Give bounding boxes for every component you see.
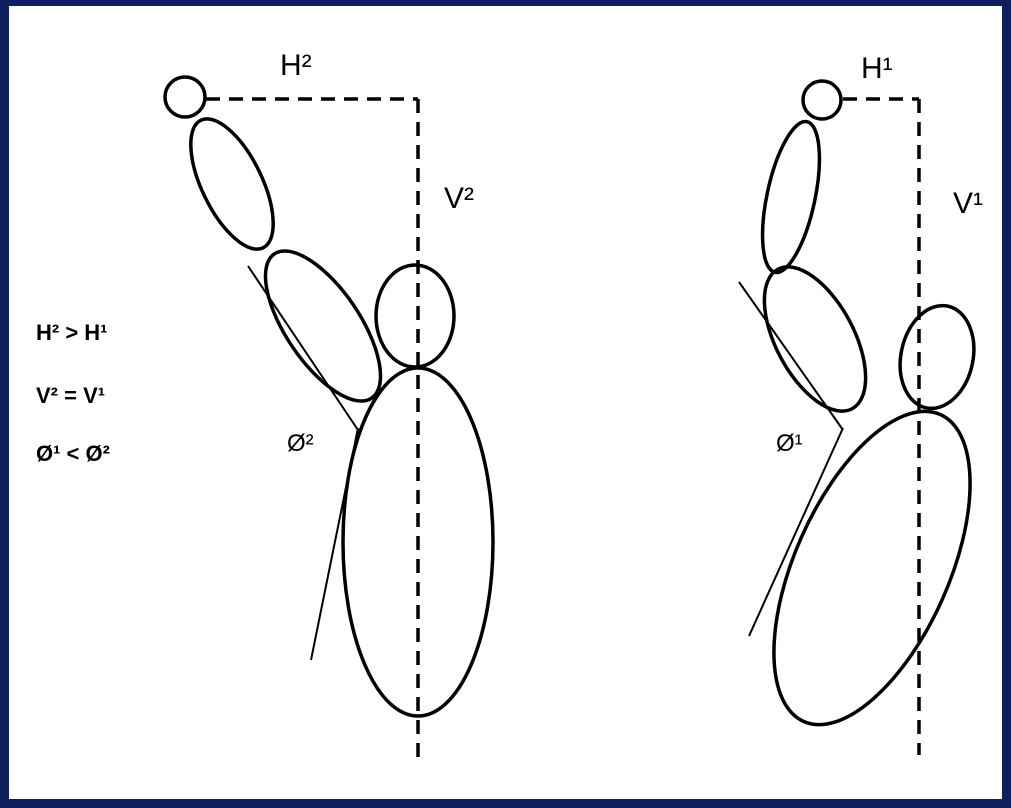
right-forearm-ellipse: [752, 117, 831, 278]
relation-angle: Ø¹ < Ø²: [36, 441, 110, 466]
left-angle-label: Ø²: [287, 430, 314, 457]
right-trunk-ellipse: [733, 383, 1010, 753]
right-v-label: V¹: [953, 187, 983, 220]
right-figure: H¹ V¹ Ø¹: [733, 52, 1010, 755]
left-head-ellipse: [376, 265, 454, 367]
left-forearm-ellipse: [174, 107, 290, 261]
left-figure: H² V² Ø²: [165, 49, 493, 760]
right-h-label: H¹: [861, 52, 893, 85]
relation-vertical: V² = V¹: [36, 383, 105, 408]
left-v-label: V²: [444, 182, 474, 215]
right-angle-label: Ø¹: [776, 430, 803, 457]
right-arm-tangent-line: [739, 282, 843, 430]
left-hand-circle: [165, 77, 205, 117]
left-upper-arm-ellipse: [244, 233, 403, 419]
relation-horizontal: H² > H¹: [36, 320, 108, 345]
right-trunk-tangent-line: [749, 428, 843, 636]
right-hand-circle: [803, 81, 841, 119]
right-upper-arm-ellipse: [743, 251, 886, 427]
right-head-ellipse: [891, 299, 983, 416]
left-h-label: H²: [280, 49, 312, 82]
